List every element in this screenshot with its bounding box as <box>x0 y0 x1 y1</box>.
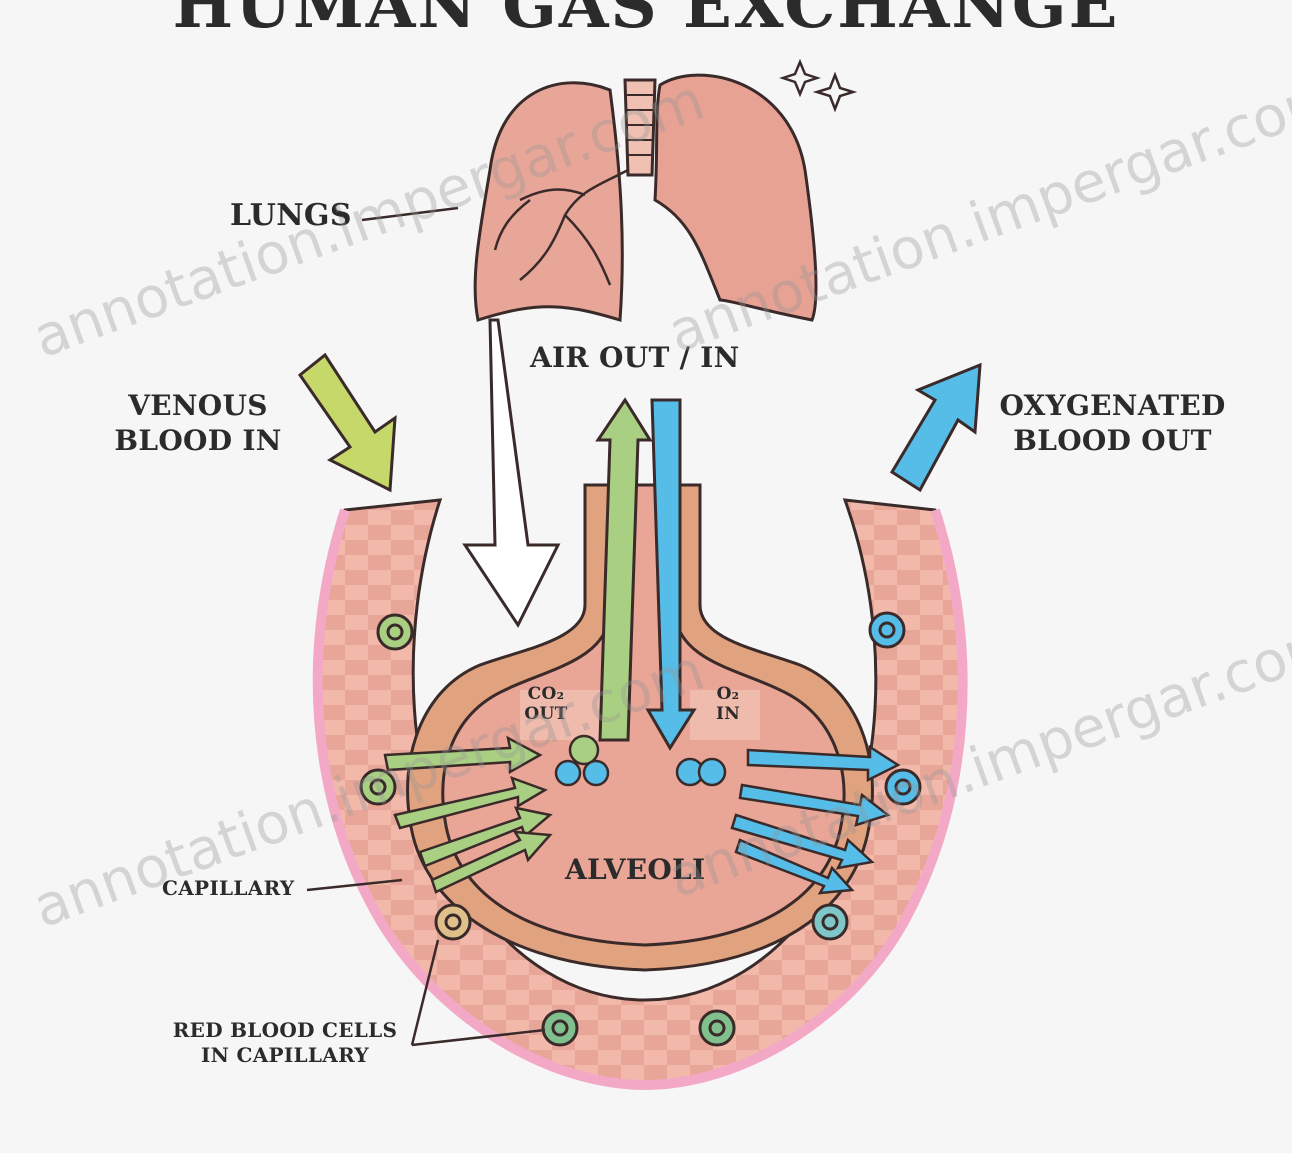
sparkle-icon <box>783 62 853 109</box>
rbc-venous <box>436 905 470 939</box>
oxygenated-blood-arrow <box>892 365 980 490</box>
rbc-bottom <box>700 1011 734 1045</box>
rbc-bottom <box>543 1011 577 1045</box>
venous-blood-arrow <box>300 355 395 490</box>
rbc-oxygenated <box>870 613 904 647</box>
label-oxygenated-blood-out: OXYGENATED BLOOD OUT <box>990 388 1235 458</box>
label-red-blood-cells: RED BLOOD CELLS IN CAPILLARY <box>170 1018 400 1068</box>
label-venous-blood-in: VENOUS BLOOD IN <box>108 388 288 458</box>
rbc-venous <box>378 615 412 649</box>
rbc-oxygenated <box>813 905 847 939</box>
label-o2-in: O₂ IN <box>706 684 750 725</box>
